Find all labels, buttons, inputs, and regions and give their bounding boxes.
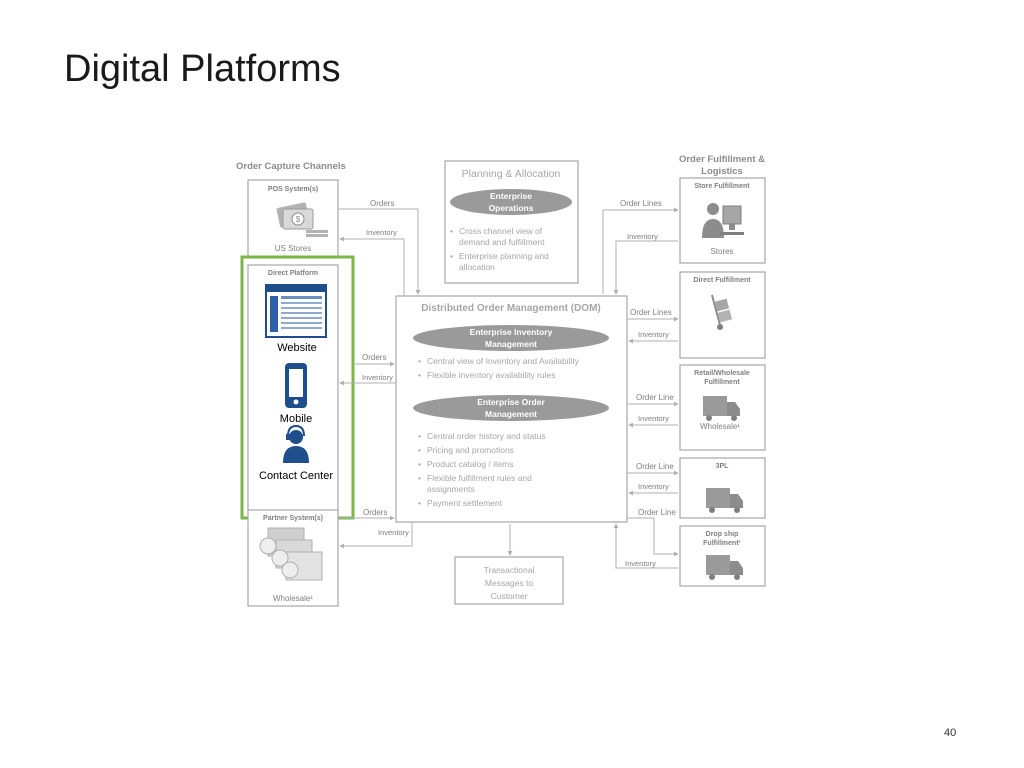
dom-bullet-marker: •	[418, 459, 421, 469]
partner-system-title: Partner System(s)	[263, 515, 323, 522]
dom-inventory-bullet-1: Central view of Inventory and Availabili…	[427, 356, 580, 366]
flow-label-order-lines: Order Lines	[630, 308, 672, 317]
store-fulfillment-caption: Stores	[710, 247, 733, 256]
fulfillment-heading-line1: Order Fulfillment &	[679, 154, 765, 165]
enterprise-operations-line1: Enterprise	[490, 191, 532, 201]
flow-label-inventory: Inventory	[366, 228, 397, 237]
mobile-icon	[285, 363, 307, 408]
dom-order-bullet-5: Payment settlement	[427, 498, 503, 508]
mobile-label: Mobile	[280, 413, 312, 425]
flow-label-orders: Orders	[362, 353, 386, 362]
page-number: 40	[944, 727, 957, 739]
pos-system-caption: US Stores	[275, 244, 311, 253]
partner-system-caption: Wholesale¹	[273, 594, 313, 603]
flow-label-inventory: Inventory	[625, 559, 656, 568]
order-management-pill	[413, 395, 609, 421]
dom-bullet-marker: •	[418, 431, 421, 441]
truck-icon	[703, 396, 740, 421]
inventory-management-line1: Enterprise Inventory	[470, 327, 553, 337]
enterprise-operations-line2: Operations	[489, 203, 534, 213]
order-management-line1: Enterprise Order	[477, 397, 545, 407]
dom-bullet-marker: •	[418, 356, 421, 366]
flow-label-order-line: Order Line	[636, 462, 674, 471]
transactional-line1: Transactional	[484, 565, 535, 575]
headset-agent-icon	[283, 424, 309, 463]
transactional-line3: Customer	[491, 591, 528, 601]
slide-title: Digital Platforms	[64, 48, 341, 90]
order-management-line2: Management	[485, 409, 537, 419]
dom-order-bullet-4-line2: assignments	[427, 484, 475, 494]
transactional-line2: Messages to	[485, 578, 533, 588]
inventory-management-pill	[413, 325, 609, 351]
capture-heading: Order Capture Channels	[236, 161, 346, 172]
direct-platform-title: Direct Platform	[268, 270, 318, 277]
flow-label-inventory: Inventory	[638, 482, 669, 491]
direct-fulfillment-title: Direct Fulfillment	[693, 277, 751, 284]
planning-bullet-2-line1: Enterprise planning and	[459, 251, 549, 261]
dom-order-bullet-2: Pricing and promotions	[427, 445, 514, 455]
website-icon	[265, 284, 327, 338]
cash-icon: $	[276, 202, 328, 237]
retail-wholesale-caption: Wholesale¹	[700, 422, 740, 431]
dom-bullet-marker: •	[418, 445, 421, 455]
planning-bullet-1-line2: demand and fulfillment	[459, 237, 545, 247]
transactional-box	[454, 556, 564, 605]
planning-bullet-2-line2: allocation	[459, 262, 495, 272]
truck-icon	[706, 555, 743, 580]
store-worker-icon	[702, 203, 744, 238]
website-label: Website	[277, 342, 317, 354]
flow-label-inventory: Inventory	[362, 373, 393, 382]
flow-label-order-line: Order Line	[638, 508, 676, 517]
flow-label-orders: Orders	[363, 508, 387, 517]
dom-bullet-marker: •	[418, 473, 421, 483]
dom-title: Distributed Order Management (DOM)	[421, 303, 600, 314]
dom-bullet-marker: •	[418, 370, 421, 380]
flow-label-order-lines: Order Lines	[620, 199, 662, 208]
hand-truck-icon	[711, 294, 733, 330]
truck-icon	[706, 488, 743, 513]
wholesale-buildings-icon	[259, 527, 323, 581]
dom-order-bullet-3: Product catalog / items	[427, 459, 513, 469]
enterprise-operations-pill	[450, 189, 572, 215]
dropship-title-line1: Drop ship	[706, 531, 739, 538]
dom-order-bullet-4-line1: Flexible fulfillment rules and	[427, 473, 532, 483]
planning-bullet-marker: •	[450, 226, 453, 236]
flow-label-inventory: Inventory	[638, 330, 669, 339]
dropship-title-line2: Fulfillment¹	[703, 540, 741, 547]
dom-inventory-bullet-2: Flexible inventory availability rules	[427, 370, 556, 380]
contact-center-label: Contact Center	[259, 470, 333, 482]
planning-title: Planning & Allocation	[462, 168, 561, 180]
planning-bullet-1-line1: Cross channel view of	[459, 226, 543, 236]
flow-label-orders: Orders	[370, 199, 394, 208]
pos-system-title: POS System(s)	[268, 186, 318, 193]
flow-label-inventory: Inventory	[638, 414, 669, 423]
retail-wholesale-title-line2: Fulfillment	[704, 379, 740, 386]
right-connectors: Order Lines Inventory Order Lines Invent…	[602, 199, 679, 569]
retail-wholesale-title-line1: Retail/Wholesale	[694, 370, 750, 377]
planning-box	[444, 160, 579, 284]
flow-label-inventory: Inventory	[627, 232, 658, 241]
fulfillment-heading-line2: Logistics	[701, 166, 743, 177]
dom-bullet-marker: •	[418, 498, 421, 508]
planning-bullet-marker: •	[450, 251, 453, 261]
svg-text:$: $	[296, 215, 301, 224]
inventory-management-line2: Management	[485, 339, 537, 349]
dom-order-bullet-1: Central order history and status	[427, 431, 546, 441]
flow-label-order-line: Order Line	[636, 393, 674, 402]
flow-label-inventory: Inventory	[378, 528, 409, 537]
left-connectors: Orders Inventory Orders Inventory Orders…	[338, 199, 513, 556]
threepl-title: 3PL	[716, 463, 730, 470]
store-fulfillment-title: Store Fulfillment	[694, 183, 750, 190]
